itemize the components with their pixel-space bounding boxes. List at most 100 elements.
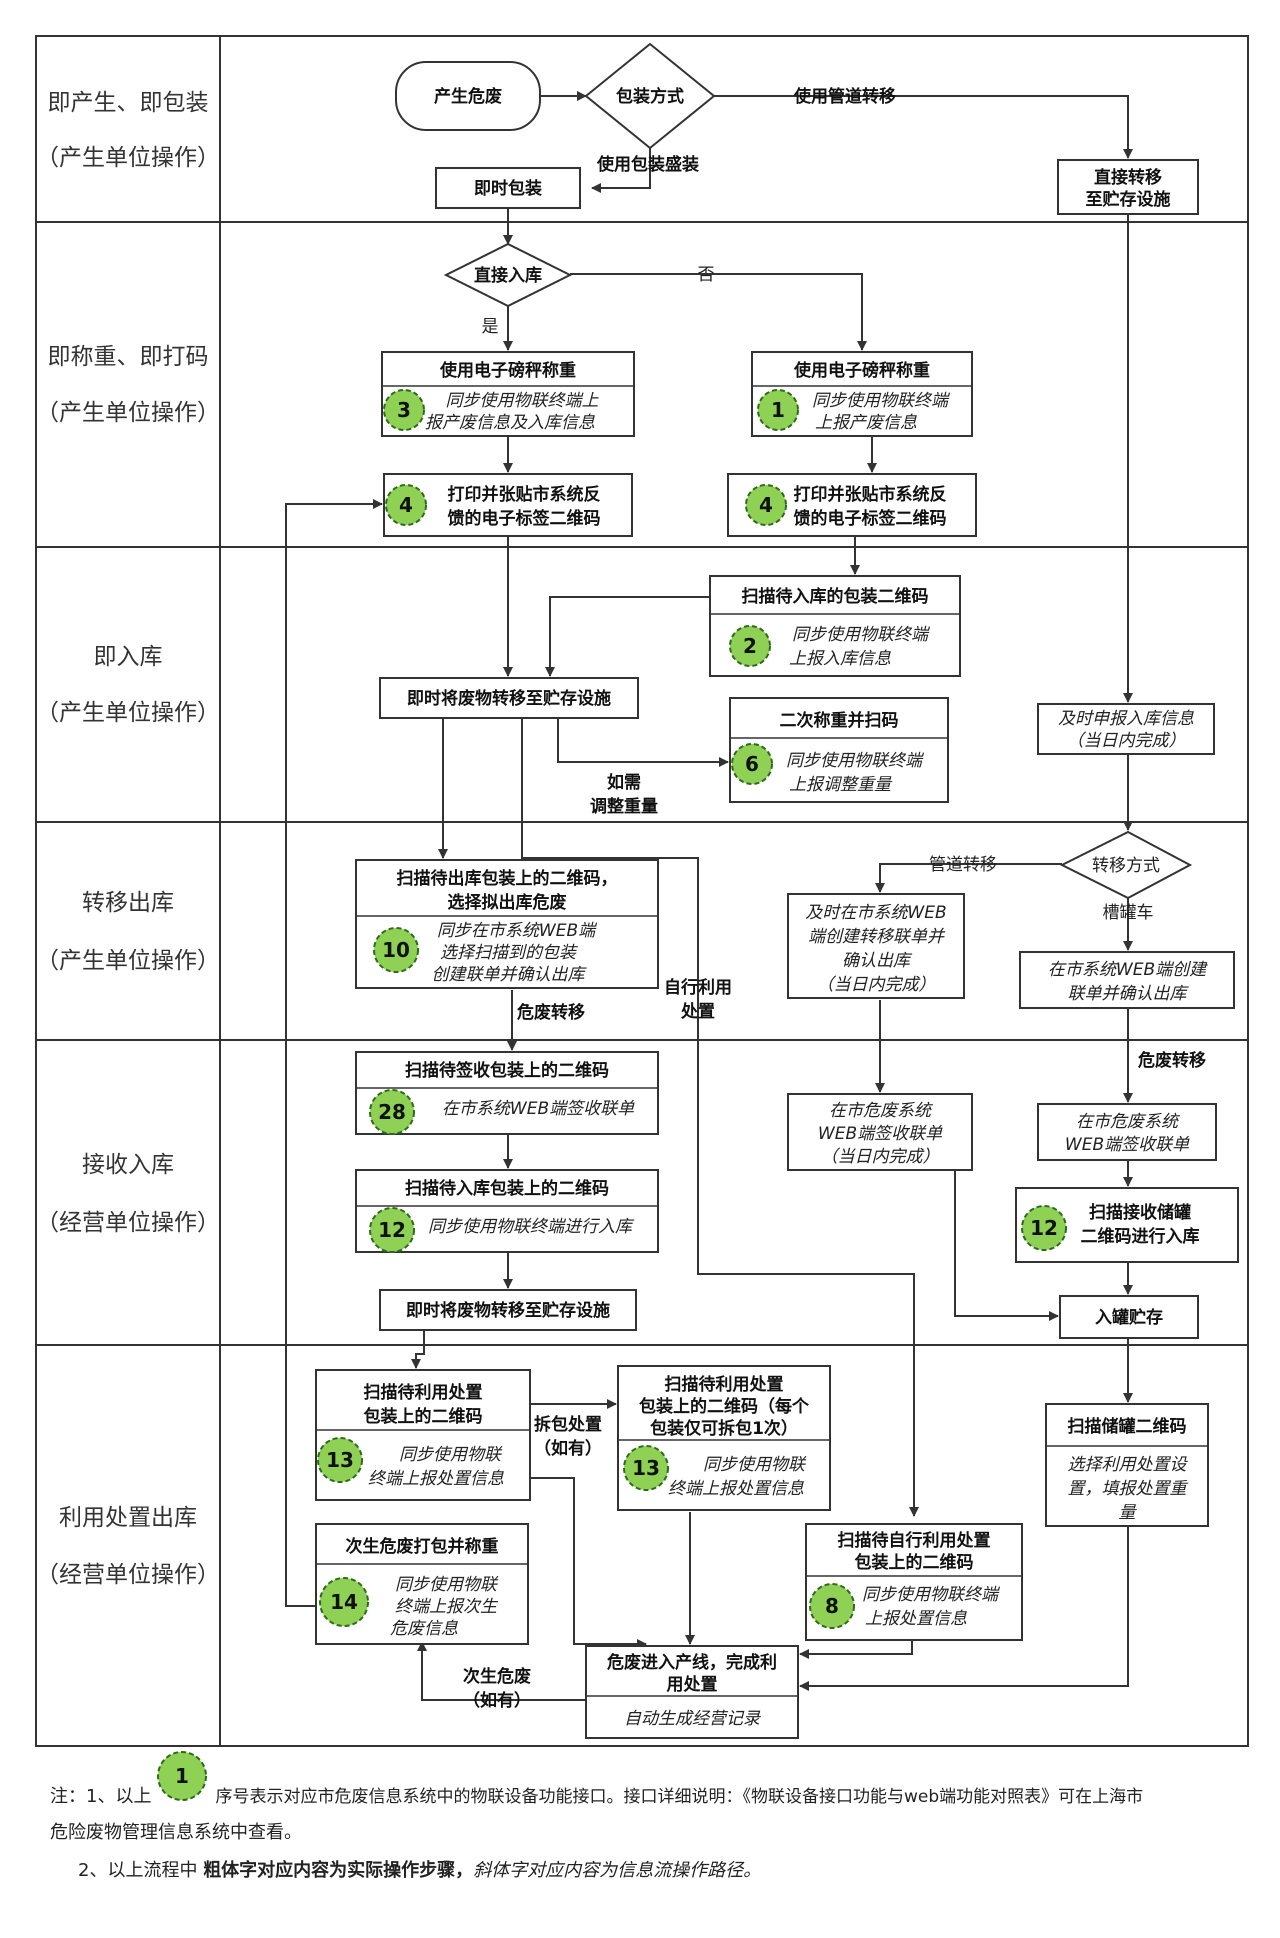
node-desc: 同步使用物联 <box>395 1575 499 1595</box>
node-start: 产生危废 <box>395 61 541 131</box>
edge-label-pipe2: 管道转移 <box>929 855 997 875</box>
lane-title: 利用处置出库 <box>59 1505 197 1531</box>
interface-badge <box>809 1583 855 1629</box>
footnote-2-prefix: 2、以上流程中 <box>78 1860 198 1881</box>
node-desc: 同步使用物联终端 <box>786 751 925 771</box>
interface-badge <box>729 625 771 667</box>
node-title: 使用电子磅秤称重 <box>439 360 576 381</box>
lane-label-6: 利用处置出库 （经营单位操作） <box>36 1505 220 1588</box>
interface-badge <box>731 743 773 785</box>
node-label: 即时包装 <box>474 178 542 199</box>
node-desc: 同步使用物联终端上 <box>446 391 600 411</box>
node-label: 及时申报入库信息 <box>1058 709 1194 729</box>
lane-title: 接收入库 <box>82 1152 174 1178</box>
node-label: 端创建转移联单并 <box>808 927 946 947</box>
node-title: 扫描待利用处置 <box>364 1382 483 1403</box>
lane-label-2: 即称重、即打码 （产生单位操作） <box>36 344 220 426</box>
node-label: 直接入库 <box>474 265 542 286</box>
node-title: 危废进入产线，完成利 <box>606 1652 777 1673</box>
edge-label-tank-car: 槽罐车 <box>1103 903 1154 923</box>
edge-label-self-use: 自行利用 <box>664 977 732 998</box>
node-label: WEB端签收联单 <box>1065 1135 1190 1155</box>
node-label: 即时将废物转移至贮存设施 <box>406 1300 610 1321</box>
node-scan-tank: 12 扫描接收储罐 二维码进行入库 <box>1015 1187 1239 1263</box>
node-pipe-sign: 在市危废系统 WEB端签收联单 （当日内完成） <box>787 1093 973 1171</box>
node-label: 至贮存设施 <box>1086 189 1171 210</box>
node-weigh-b: 使用电子磅秤称重 1 同步使用物联终端 上报产废信息 <box>751 351 973 437</box>
footnote-1-text: 序号表示对应市危废信息系统中的物联设备功能接口。接口详细说明：《物联设备接口功能… <box>215 1787 1144 1807</box>
node-label: （当日内完成） <box>821 1147 940 1167</box>
edge-label-self-use: 处置 <box>680 1001 715 1022</box>
edge-label-yes: 是 <box>482 317 499 337</box>
node-desc: 选择扫描到的包装 <box>440 943 578 963</box>
lane-label-3: 即入库 （产生单位操作） <box>36 644 220 726</box>
lanes-frame <box>35 35 1249 1747</box>
node-label: 馈的电子标签二维码 <box>794 508 947 529</box>
node-desc: 同步使用物联终端 <box>812 391 951 411</box>
node-label: 打印并张贴市系统反 <box>794 484 947 505</box>
node-scan-use: 扫描待利用处置 包装上的二维码 13 同步使用物联 终端上报处置信息 <box>315 1369 531 1501</box>
node-label: 打印并张贴市系统反 <box>448 484 601 505</box>
edge-label-adjust: 如需 <box>607 772 641 793</box>
edge-label-secondary: 次生危废 <box>463 1666 531 1687</box>
node-label: WEB端签收联单 <box>818 1124 943 1144</box>
lane-subtitle: （经营单位操作） <box>36 1562 220 1588</box>
badge-number: 4 <box>399 493 413 517</box>
lane-subtitle: （产生单位操作） <box>36 400 220 426</box>
node-label: 确认出库 <box>842 951 913 971</box>
node-scan-in: 扫描待入库包装上的二维码 12 同步使用物联终端进行入库 <box>355 1169 659 1253</box>
node-scan-self: 扫描待自行利用处置 包装上的二维码 8 同步使用物联终端 上报处置信息 <box>805 1523 1023 1641</box>
node-title: 包装仅可拆包1次） <box>650 1418 798 1439</box>
interface-badge <box>369 1207 415 1253</box>
node-desc: 在市系统WEB端签收联单 <box>442 1099 635 1119</box>
node-print-a: 4 打印并张贴市系统反 馈的电子标签二维码 <box>383 473 633 537</box>
node-label: 入罐贮存 <box>1095 1307 1163 1328</box>
lane-subtitle: （产生单位操作） <box>36 145 220 171</box>
note-badge: 1 <box>157 1751 207 1801</box>
interface-badge <box>757 389 799 431</box>
node-title: 用处置 <box>667 1674 718 1695</box>
node-desc: 自动生成经营记录 <box>624 1709 761 1729</box>
node-pipe-web: 及时在市系统WEB 端创建转移联单并 确认出库 （当日内完成） <box>787 893 965 999</box>
node-desc: 上报产废信息 <box>815 413 917 433</box>
connectors <box>285 91 1133 1701</box>
badge-number: 12 <box>378 1218 406 1242</box>
node-scan-sign: 扫描待签收包装上的二维码 28 在市系统WEB端签收联单 <box>355 1051 659 1135</box>
node-title: 扫描待自行利用处置 <box>838 1530 991 1551</box>
interface-badge <box>745 484 787 526</box>
node-label: （当日内完成） <box>1067 731 1186 751</box>
node-scan-split: 扫描待利用处置 包装上的二维码（每个 包装仅可拆包1次） 13 同步使用物联 终… <box>617 1365 831 1511</box>
badge-number: 12 <box>1030 1216 1058 1240</box>
node-desc: 同步使用物联 <box>703 1455 807 1475</box>
interface-badge <box>623 1445 669 1491</box>
footnote-1: 注：1、以上序号表示对应市危废信息系统中的物联设备功能接口。接口详细说明：《物联… <box>50 1782 1143 1808</box>
node-label: 联单并确认出库 <box>1068 984 1190 1004</box>
edge-label-no: 否 <box>698 265 715 285</box>
node-label: 包装方式 <box>616 86 684 107</box>
node-title: 二次称重并扫码 <box>780 710 899 731</box>
edge-label-split: （如有） <box>534 1438 602 1459</box>
lane-subtitle: （产生单位操作） <box>36 700 220 726</box>
node-report-in: 及时申报入库信息 （当日内完成） <box>1037 703 1215 755</box>
node-transfer-method: 转移方式 <box>1059 830 1193 900</box>
node-title: 选择拟出库危废 <box>448 892 567 913</box>
node-tank-web: 在市系统WEB端创建 联单并确认出库 <box>1019 951 1235 1009</box>
node-direct-store: 直接入库 <box>443 242 573 308</box>
node-desc: 同步使用物联 <box>399 1445 503 1465</box>
node-weigh-a: 使用电子磅秤称重 3 同步使用物联终端上 报产废信息及入库信息 <box>381 351 635 437</box>
lane-title: 即产生、即包装 <box>48 90 209 116</box>
node-label: 扫描接收储罐 <box>1089 1202 1191 1223</box>
node-title: 扫描待利用处置 <box>665 1374 784 1395</box>
node-desc: 上报入库信息 <box>789 649 891 669</box>
edge-label-split: 拆包处置 <box>534 1414 602 1435</box>
node-label: 馈的电子标签二维码 <box>448 508 601 529</box>
node-scan-store: 扫描待入库的包装二维码 2 同步使用物联终端 上报入库信息 <box>709 575 961 677</box>
node-tank-sign: 在市危废系统 WEB端签收联单 <box>1037 1103 1217 1161</box>
edge-label-hw-transfer-2: 危废转移 <box>1137 1050 1206 1071</box>
badge-number: 2 <box>743 634 757 658</box>
node-pack-method: 包装方式 <box>584 42 716 150</box>
node-title: 扫描待入库包装上的二维码 <box>405 1178 609 1199</box>
node-print-b: 4 打印并张贴市系统反 馈的电子标签二维码 <box>727 473 977 537</box>
node-secondary: 次生危废打包并称重 14 同步使用物联 终端上报次生 危废信息 <box>315 1523 529 1645</box>
badge-number: 1 <box>771 398 785 422</box>
